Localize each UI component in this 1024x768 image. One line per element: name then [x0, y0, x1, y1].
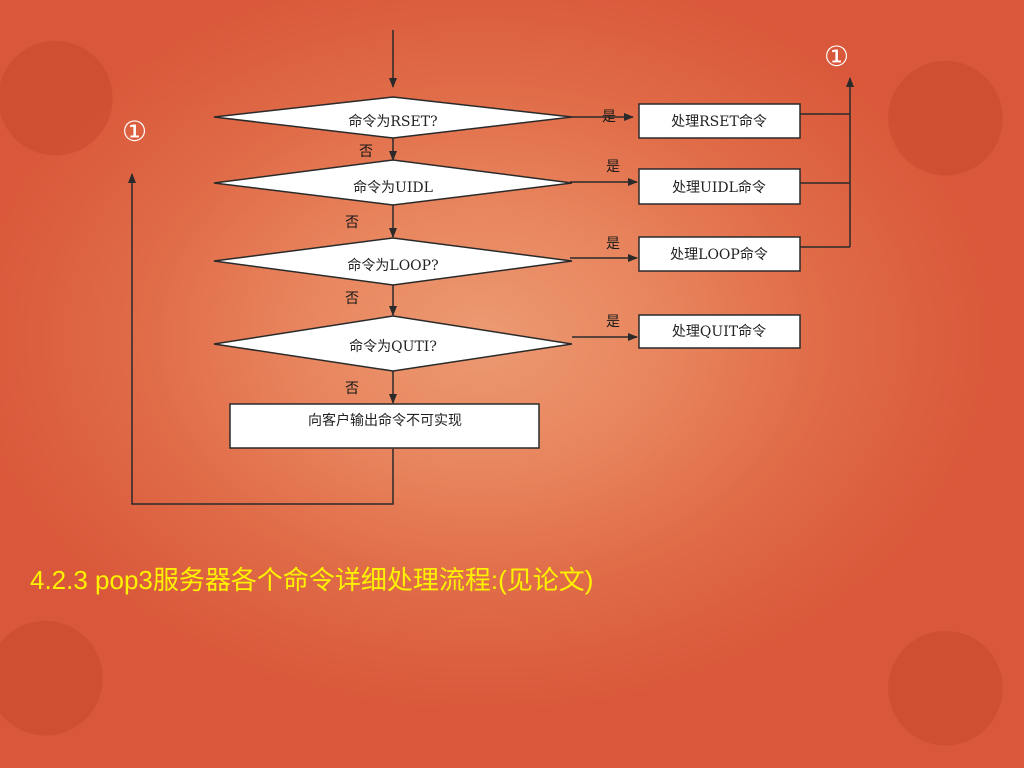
no-label-3: 否 — [345, 291, 359, 307]
no-label-4: 否 — [345, 381, 359, 397]
action-text-2: 处理UIDL命令 — [672, 179, 766, 196]
decision-text-3: 命令为LOOP? — [347, 257, 438, 274]
connector-marker-right: ① — [824, 40, 849, 73]
decision-diamond-1 — [213, 96, 573, 139]
yes-label-1: 是 — [602, 109, 616, 125]
connector-marker-left: ① — [122, 115, 147, 148]
decision-diamond-4 — [213, 315, 573, 372]
final-box-text: 向客户输出命令不可实现 — [308, 412, 462, 429]
action-text-3: 处理LOOP命令 — [670, 246, 768, 263]
decor-calligraphy-bottom-right: ● — [880, 587, 1011, 763]
yes-label-3: 是 — [606, 236, 620, 252]
decor-calligraphy-bottom-left: ● — [0, 577, 111, 753]
loop-back-line — [128, 173, 394, 505]
no-label-1: 否 — [359, 144, 373, 160]
yes-label-2: 是 — [606, 159, 620, 175]
final-box — [229, 403, 540, 449]
decision-diamond-2 — [213, 159, 573, 206]
decision-text-2: 命令为UIDL — [353, 179, 433, 196]
action-box-3 — [638, 236, 801, 272]
decision-text-4: 命令为QUTI? — [349, 338, 437, 355]
action-box-2 — [638, 168, 801, 205]
action-text-4: 处理QUIT命令 — [672, 323, 766, 340]
action-box-1 — [638, 103, 801, 139]
decor-calligraphy-top-right: ● — [880, 17, 1011, 193]
action-text-1: 处理RSET命令 — [671, 113, 767, 130]
decor-calligraphy-top-left: ● — [0, 0, 121, 173]
action-box-4 — [638, 314, 801, 349]
slide-caption: 4.2.3 pop3服务器各个命令详细处理流程:(见论文) — [30, 565, 594, 595]
decision-text-1: 命令为RSET? — [348, 113, 437, 130]
decision-diamond-3 — [213, 237, 573, 286]
yes-label-4: 是 — [606, 314, 620, 330]
no-label-2: 否 — [345, 215, 359, 231]
